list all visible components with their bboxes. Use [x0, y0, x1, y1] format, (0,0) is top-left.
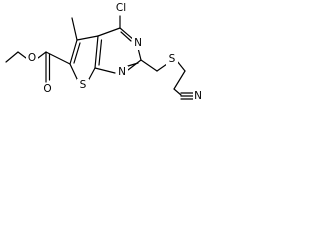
atom-s-thioether-label: S: [169, 53, 176, 65]
bond-c6-c5-inner: [73, 42, 81, 64]
bond-c6-c5: [69, 39, 78, 65]
bond-c6-s: [69, 63, 79, 82]
atom-n-top-label: N: [134, 37, 142, 49]
bond-s-c7a: [87, 67, 96, 82]
atom-labels: O O Cl N N S S N: [26, 1, 203, 103]
bond-c5-c4a: [76, 35, 99, 41]
bond-c2-n1: [127, 59, 142, 71]
atom-n-bottom: N: [116, 66, 128, 79]
atom-s-ring: S: [77, 79, 89, 92]
bond-c2-ch2: [140, 59, 158, 72]
atom-cl-label: Cl: [116, 2, 126, 14]
atom-n-top: N: [132, 37, 144, 50]
atom-s-thioether: S: [166, 53, 178, 66]
bond-c4a-c7a-inner: [98, 39, 103, 66]
bond-ethyl-ch3-ch2: [5, 51, 19, 63]
bond-s-ch2: [176, 60, 186, 72]
bond-c5-methyl: [71, 17, 78, 41]
bond-c4-n3-inner: [120, 31, 132, 42]
atom-cl: Cl: [112, 1, 130, 15]
bond-c2-n1-inner: [127, 62, 139, 67]
bond-c4a-c4: [97, 27, 121, 37]
atom-o-carbonyl: O: [42, 83, 54, 96]
bond-o-carbonyl-c: [37, 51, 47, 59]
bond-carbonyl-c6: [45, 51, 71, 65]
bond-c4a-c7a: [94, 35, 99, 69]
bond-ch2-cn: [173, 88, 182, 96]
atom-n-nitrile: N: [193, 89, 203, 103]
atom-o-carbonyl-label: O: [43, 83, 51, 95]
atom-s-ring-label: S: [80, 79, 87, 91]
atom-n-nitrile-label: N: [194, 90, 202, 102]
bond-n1-c7a: [94, 67, 116, 74]
atom-o-ester-label: O: [28, 52, 36, 64]
atom-n-bottom-label: N: [118, 66, 126, 78]
bonds: [5, 15, 195, 100]
bond-ch2-s: [156, 63, 168, 72]
bond-c4-n3: [119, 27, 135, 41]
bond-ethyl-ch2-o: [17, 51, 27, 59]
chemical-structure-diagram: O O Cl N N S S N: [5, 1, 203, 103]
atom-o-ester: O: [26, 51, 38, 65]
bond-ch2-ch2: [173, 70, 186, 90]
